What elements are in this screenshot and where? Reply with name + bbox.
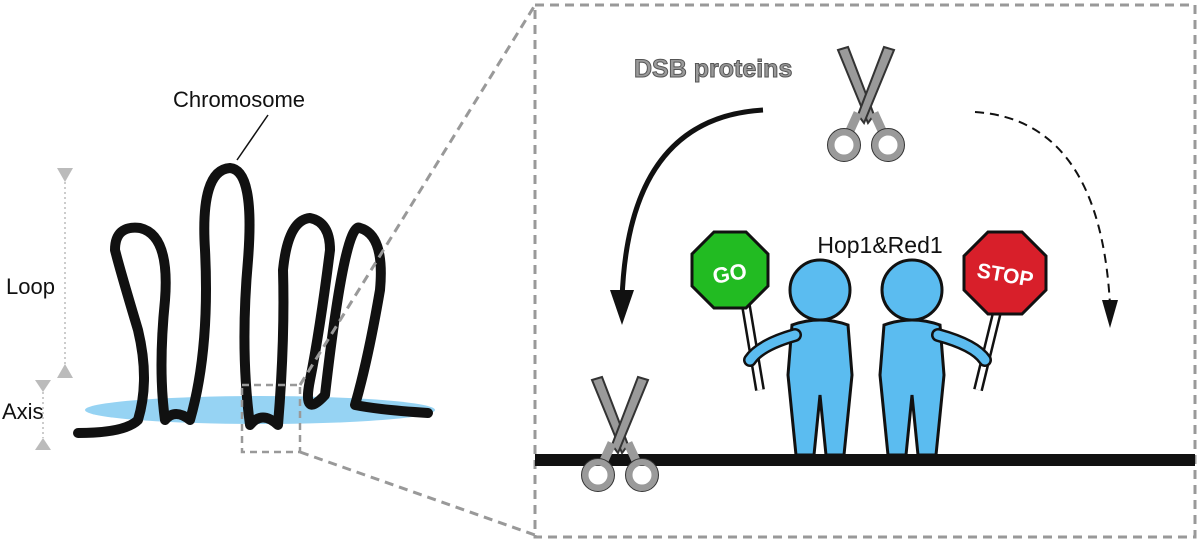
person-go: GO (690, 230, 854, 457)
scissors-icon-on-axis (582, 377, 659, 492)
go-sign (690, 230, 770, 310)
axis-label: Axis (2, 399, 44, 424)
loop-axis-scale (35, 168, 73, 450)
chromosome-label: Chromosome (173, 87, 305, 112)
hop1-red1-label: Hop1&Red1 (817, 232, 942, 258)
dsb-proteins-label: DSB proteins (634, 55, 792, 83)
go-arrow (619, 107, 764, 301)
zoom-region-box (240, 383, 302, 454)
go-arrowhead (610, 290, 634, 325)
scissors-icon (828, 47, 905, 162)
go-sign-text: GO (711, 258, 749, 289)
blocked-arrowhead (1102, 300, 1118, 328)
zoom-line-bottom (299, 450, 536, 537)
chromosome-loops (73, 163, 433, 438)
zoom-panel-box (533, 3, 1197, 539)
blocked-arrow (974, 111, 1111, 306)
loop-label: Loop (6, 274, 55, 299)
person-stop: STOP (878, 230, 1048, 457)
zoom-line-top (298, 4, 537, 386)
chromosome-pointer (236, 114, 269, 161)
stop-sign (962, 230, 1048, 316)
